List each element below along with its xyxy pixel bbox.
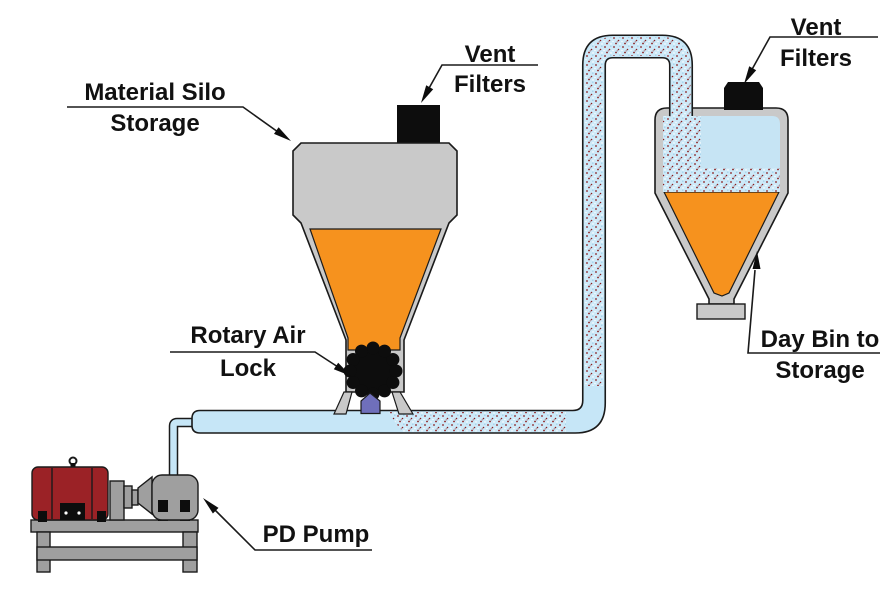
rotary-airlock-gear xyxy=(343,341,403,401)
vent-filter-bin-box xyxy=(724,82,763,110)
airlock-right-skirt xyxy=(391,391,415,415)
motor-terminal-box xyxy=(60,503,85,520)
leader-arrow-silo xyxy=(274,127,291,141)
day-bin-label-line2: Storage xyxy=(775,357,865,384)
airlock-left-skirt xyxy=(333,391,353,415)
bearing-pedestal xyxy=(109,480,125,521)
vent-filters-silo-label: Vent Filters xyxy=(438,40,542,100)
rotary-air-lock-line1: Rotary Air xyxy=(190,322,306,349)
leader-arrow-pump xyxy=(203,498,219,514)
material-silo-label: Material Silo Storage xyxy=(60,77,250,139)
leader-arrow-airlock xyxy=(333,362,351,376)
pump-discharge-pipe xyxy=(168,417,194,482)
day-bin-settling-speckle xyxy=(663,168,780,192)
pump-base-frame xyxy=(30,519,199,573)
leader-arrow-vent-bin xyxy=(744,66,757,84)
rotary-air-lock-label: Rotary Air Lock xyxy=(168,319,328,385)
material-silo-label-line2: Storage xyxy=(110,110,200,137)
shaft-coupling xyxy=(123,485,133,509)
day-bin-outlet-flange xyxy=(696,303,746,320)
pd-pump-label-text: PD Pump xyxy=(262,521,370,548)
pipe-material-flow-vertical xyxy=(584,37,691,386)
vent-filters-silo-line2: Filters xyxy=(453,71,527,98)
material-silo xyxy=(292,105,458,415)
pd-pump-assembly xyxy=(30,456,199,573)
rotary-air-lock-line2: Lock xyxy=(219,355,276,382)
leader-arrow-daybin xyxy=(752,251,761,269)
leader-arrow-vent-silo xyxy=(421,85,434,103)
vent-filters-bin-line2: Filters xyxy=(779,45,853,72)
leader-lines xyxy=(67,36,880,551)
vent-filters-silo-line1: Vent xyxy=(464,41,516,68)
pump-inlet-cone xyxy=(137,475,153,516)
day-bin-label: Day Bin to Storage xyxy=(752,324,880,386)
airlock-drop-chute xyxy=(360,392,381,415)
pd-pump-body xyxy=(151,474,199,521)
pd-pump-label: PD Pump xyxy=(256,521,376,549)
silo-material xyxy=(309,228,442,351)
pipe-material-flow-horizontal xyxy=(388,412,566,432)
vent-filters-bin-label: Vent Filters xyxy=(764,12,868,74)
vent-filter-silo-box xyxy=(397,105,440,143)
day-bin-label-line1: Day Bin to xyxy=(760,326,880,353)
vent-filters-bin-line1: Vent xyxy=(790,14,842,41)
material-silo-label-line1: Material Silo xyxy=(84,79,226,106)
